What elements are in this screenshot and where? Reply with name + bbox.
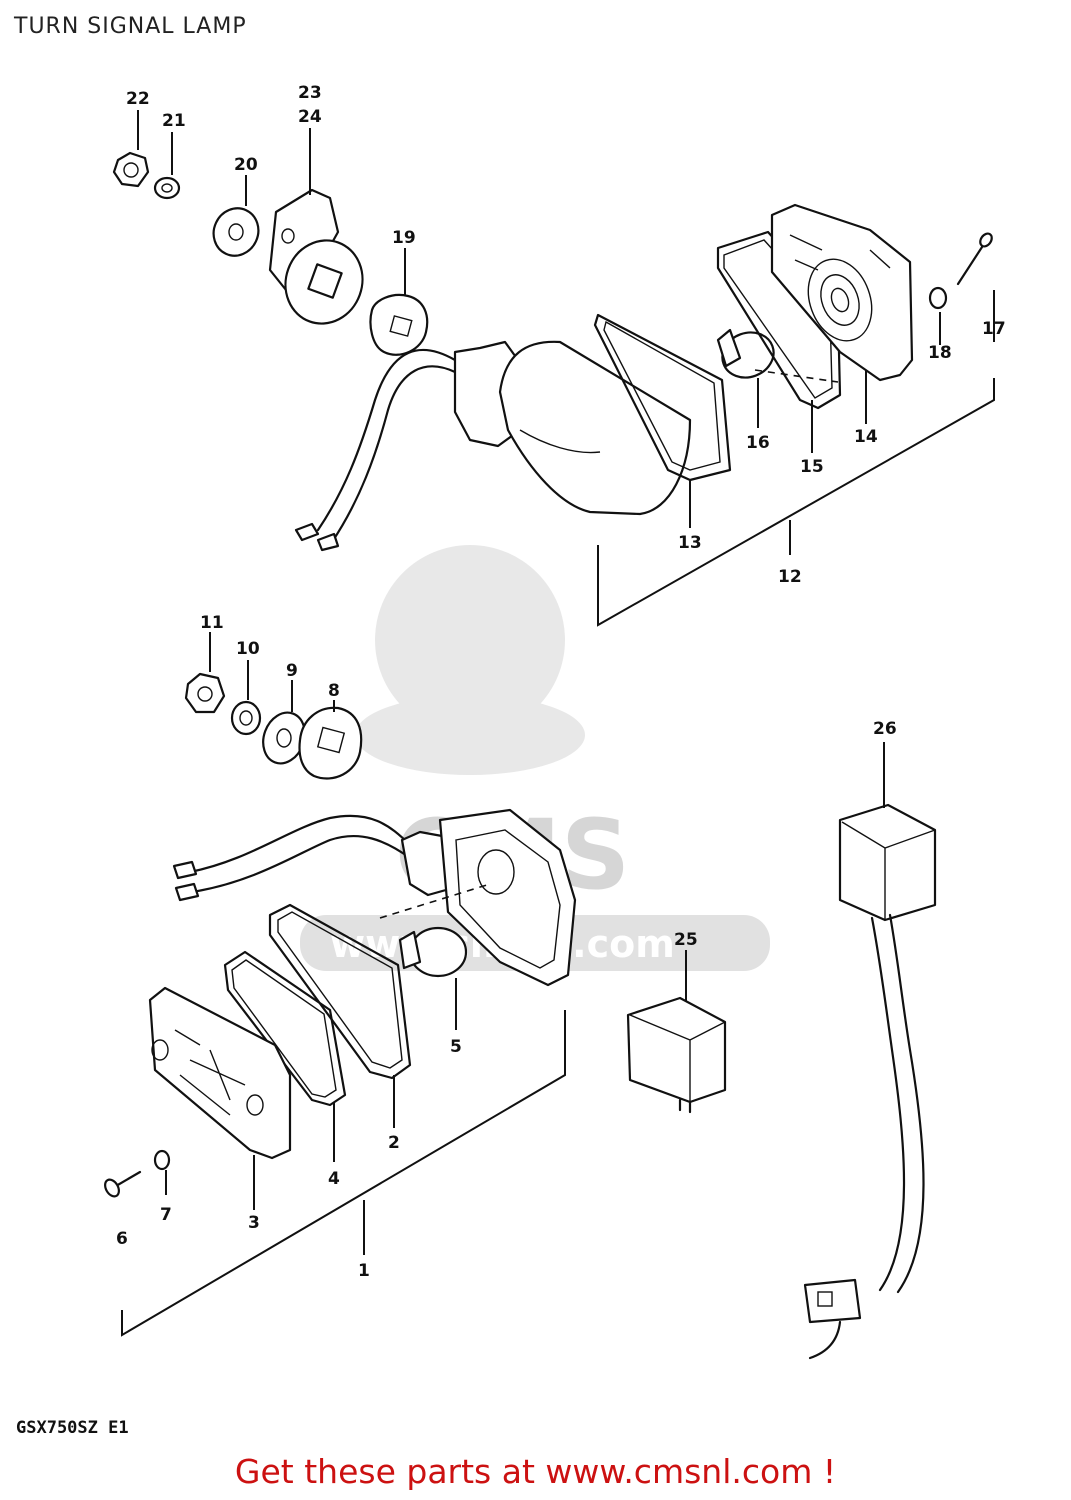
callout-10: 10 <box>236 639 260 659</box>
part-23-24-bracket <box>268 188 364 325</box>
callout-24: 24 <box>298 107 322 127</box>
callout-21: 21 <box>162 111 186 131</box>
callout-17: 17 <box>982 319 1006 339</box>
callout-18: 18 <box>928 343 952 363</box>
callout-13: 13 <box>678 533 702 553</box>
model-code: GSX750SZ E1 <box>16 1418 129 1438</box>
callout-5: 5 <box>450 1037 462 1057</box>
callout-8: 8 <box>328 681 340 701</box>
promo-link-text[interactable]: Get these parts at www.cmsnl.com ! <box>234 1452 837 1491</box>
upper-assembly-axis <box>754 369 839 383</box>
leader-lines <box>137 110 995 1255</box>
callout-2: 2 <box>388 1133 400 1153</box>
callout-25: 25 <box>674 930 698 950</box>
callout-6: 6 <box>116 1229 128 1249</box>
part-22-nut <box>112 151 150 188</box>
part-1-housing <box>400 808 577 987</box>
part-16-bulb <box>716 328 775 379</box>
lower-wire-harness <box>172 814 412 902</box>
part-12-housing <box>453 340 692 516</box>
part-26-flasher-unit <box>803 803 937 1360</box>
part-10-lock-washer <box>230 700 262 736</box>
callout-4: 4 <box>328 1169 340 1189</box>
callout-labels: 22 21 20 23 24 19 17 18 14 15 16 13 12 1… <box>116 83 1006 1281</box>
callout-7: 7 <box>160 1205 172 1225</box>
callout-1: 1 <box>358 1261 370 1281</box>
lower-assembly-axis <box>379 883 491 919</box>
page-title: TURN SIGNAL LAMP <box>14 14 247 39</box>
upper-wire-harness <box>294 348 457 552</box>
part-19-grommet <box>369 293 429 356</box>
part-25-relay <box>626 996 727 1114</box>
callout-26: 26 <box>873 719 897 739</box>
part-5-bulb <box>398 926 468 978</box>
part-11-nut <box>184 672 226 714</box>
part-6-screw <box>104 1170 142 1198</box>
callout-16: 16 <box>746 433 770 453</box>
part-14-lens <box>770 203 914 382</box>
part-17-screw <box>956 232 993 286</box>
assembly-bracket-1 <box>121 1010 566 1337</box>
assembly-bracket-12 <box>597 378 995 627</box>
part-7-washer <box>153 1149 171 1171</box>
part-20-washer <box>212 207 260 257</box>
callout-12: 12 <box>778 567 802 587</box>
callout-19: 19 <box>392 228 416 248</box>
part-21-lock-washer <box>153 176 181 200</box>
callout-9: 9 <box>286 661 298 681</box>
callout-22: 22 <box>126 89 150 109</box>
part-18-washer <box>928 286 948 310</box>
part-4-gasket <box>223 950 347 1107</box>
callout-11: 11 <box>200 613 224 633</box>
callout-23: 23 <box>298 83 322 103</box>
part-3-lens <box>148 986 292 1160</box>
callout-20: 20 <box>234 155 258 175</box>
part-8-grommet <box>298 706 363 780</box>
callout-3: 3 <box>248 1213 260 1233</box>
part-2-gasket <box>268 903 412 1080</box>
callout-15: 15 <box>800 457 824 477</box>
callout-14: 14 <box>854 427 878 447</box>
